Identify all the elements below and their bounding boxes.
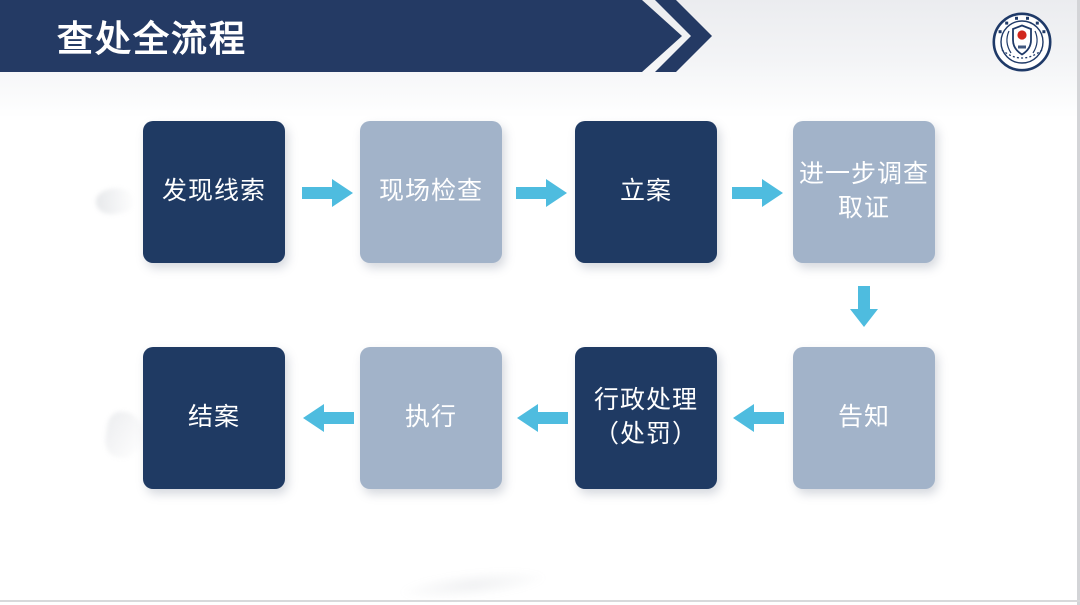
flow-step-label: 执行	[404, 403, 457, 432]
arrow-right-icon	[302, 179, 353, 207]
arrow-down-icon	[850, 286, 878, 327]
banner-bar-shape	[0, 0, 682, 72]
flow-step-further-investigation: 进一步调查 取证	[793, 121, 935, 263]
header-banner	[0, 0, 712, 72]
flow-step-execution: 执行	[360, 347, 502, 489]
flow-step-case-closure: 结案	[143, 347, 285, 489]
flow-step-label: 立案	[619, 177, 672, 206]
page-title: 查处全流程	[57, 18, 248, 59]
flow-step-notification: 告知	[793, 347, 935, 489]
arrow-left-icon	[303, 404, 354, 432]
flow-step-site-inspection: 现场检查	[360, 121, 502, 263]
flow-step-case-filing: 立案	[575, 121, 717, 263]
flow-step-label: 结案	[187, 403, 240, 432]
chevron-right-icon	[655, 0, 712, 72]
flow-step-label: 告知	[837, 403, 890, 432]
background-swoosh	[397, 564, 549, 605]
background-smudge	[102, 409, 146, 461]
flow-step-label: 进一步调查 取证	[798, 160, 929, 222]
flow-step-label: 行政处理 （处罚）	[593, 386, 698, 448]
bottom-edge-border	[0, 600, 1080, 602]
flow-step-administrative-penalty: 行政处理 （处罚）	[575, 347, 717, 489]
arrow-right-icon	[732, 179, 783, 207]
government-emblem-logo	[992, 12, 1052, 72]
arrow-left-icon	[517, 404, 568, 432]
background-smudge	[93, 184, 137, 218]
right-edge-border	[1077, 0, 1080, 605]
flow-step-discover-clues: 发现线索	[143, 121, 285, 263]
arrow-right-icon	[516, 179, 567, 207]
flow-step-label: 发现线索	[161, 177, 266, 206]
flow-step-label: 现场检查	[378, 177, 483, 206]
arrow-left-icon	[733, 404, 784, 432]
